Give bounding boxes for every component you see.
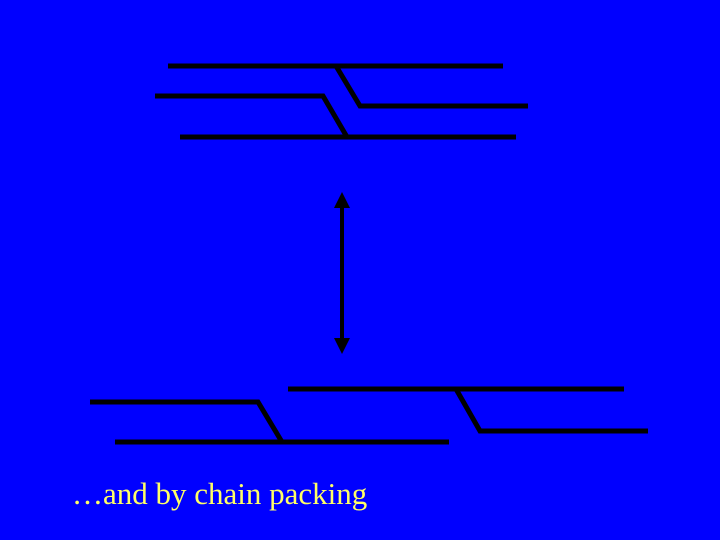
double-headed-vertical-arrow-icon (334, 192, 350, 354)
caption-text: …and by chain packing (72, 476, 368, 511)
chain-line (168, 63, 528, 109)
stacked-chains-group (155, 63, 528, 140)
chain-line (90, 399, 449, 445)
chain-line (155, 93, 516, 140)
chain-line (288, 386, 648, 434)
packed-chains-group (90, 386, 648, 445)
